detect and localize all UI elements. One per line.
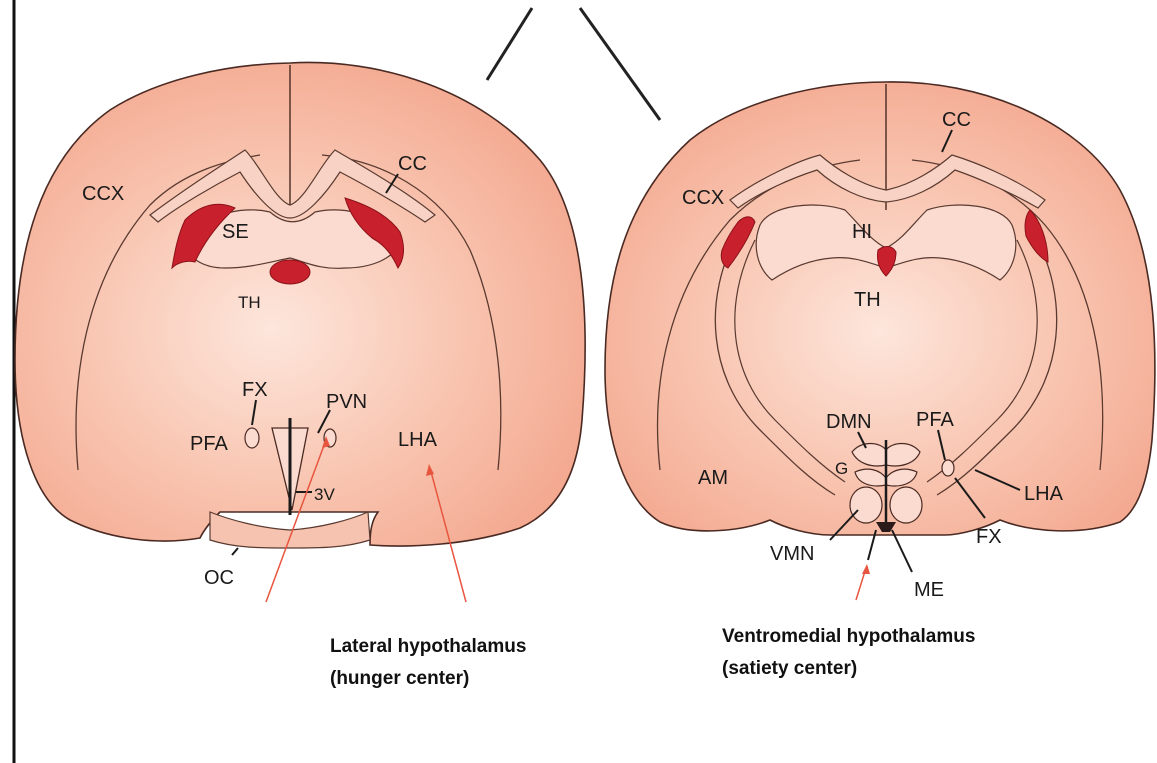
right-label-me: ME [914, 579, 944, 601]
left-label-fx: FX [242, 379, 268, 401]
right-label-dmn: DMN [826, 411, 872, 433]
left-label-cc: CC [398, 153, 427, 175]
zoom-line-right [580, 8, 660, 120]
right-caption-line1: Ventromedial hypothalamus [722, 626, 975, 647]
right-label-am: AM [698, 467, 728, 489]
left-fornix-shape [245, 428, 259, 448]
left-label-3v: 3V [314, 485, 335, 504]
left-third-ventricle-blob [270, 260, 310, 284]
left-caption-line1: Lateral hypothalamus [330, 636, 526, 657]
left-label-pfa: PFA [190, 433, 228, 455]
left-label-se: SE [222, 221, 249, 243]
left-optic-chiasm [210, 512, 370, 548]
left-label-lha: LHA [398, 429, 438, 451]
zoom-line-left [487, 8, 532, 80]
left-label-ccx: CCX [82, 183, 124, 205]
right-label-vmn: VMN [770, 543, 814, 565]
right-label-g: G [835, 459, 848, 478]
left-section-outline [15, 62, 585, 546]
right-brain-section: CCX CC HI TH DMN PFA G AM LHA FX VMN ME … [605, 82, 1155, 679]
right-vmn-left [850, 487, 882, 523]
right-label-pfa: PFA [916, 409, 954, 431]
right-pfa-shape [942, 460, 954, 476]
right-vmn-right [890, 487, 922, 523]
right-me-leader [892, 530, 912, 572]
left-label-oc: OC [204, 567, 234, 589]
right-label-hi: HI [852, 221, 872, 243]
left-caption-line2: (hunger center) [330, 668, 469, 689]
right-label-cc: CC [942, 109, 971, 131]
right-label-ccx: CCX [682, 187, 724, 209]
right-pointer-arrowhead-vmn [862, 564, 870, 574]
left-label-pvn: PVN [326, 391, 367, 413]
left-brain-section: CCX CC SE TH FX PFA PVN LHA 3V OC Latera… [15, 62, 585, 689]
left-oc-leader [232, 548, 238, 555]
right-label-fx: FX [976, 526, 1002, 548]
right-caption-line2: (satiety center) [722, 658, 857, 679]
left-label-th: TH [238, 293, 261, 312]
right-label-th: TH [854, 289, 881, 311]
right-label-lha: LHA [1024, 483, 1064, 505]
